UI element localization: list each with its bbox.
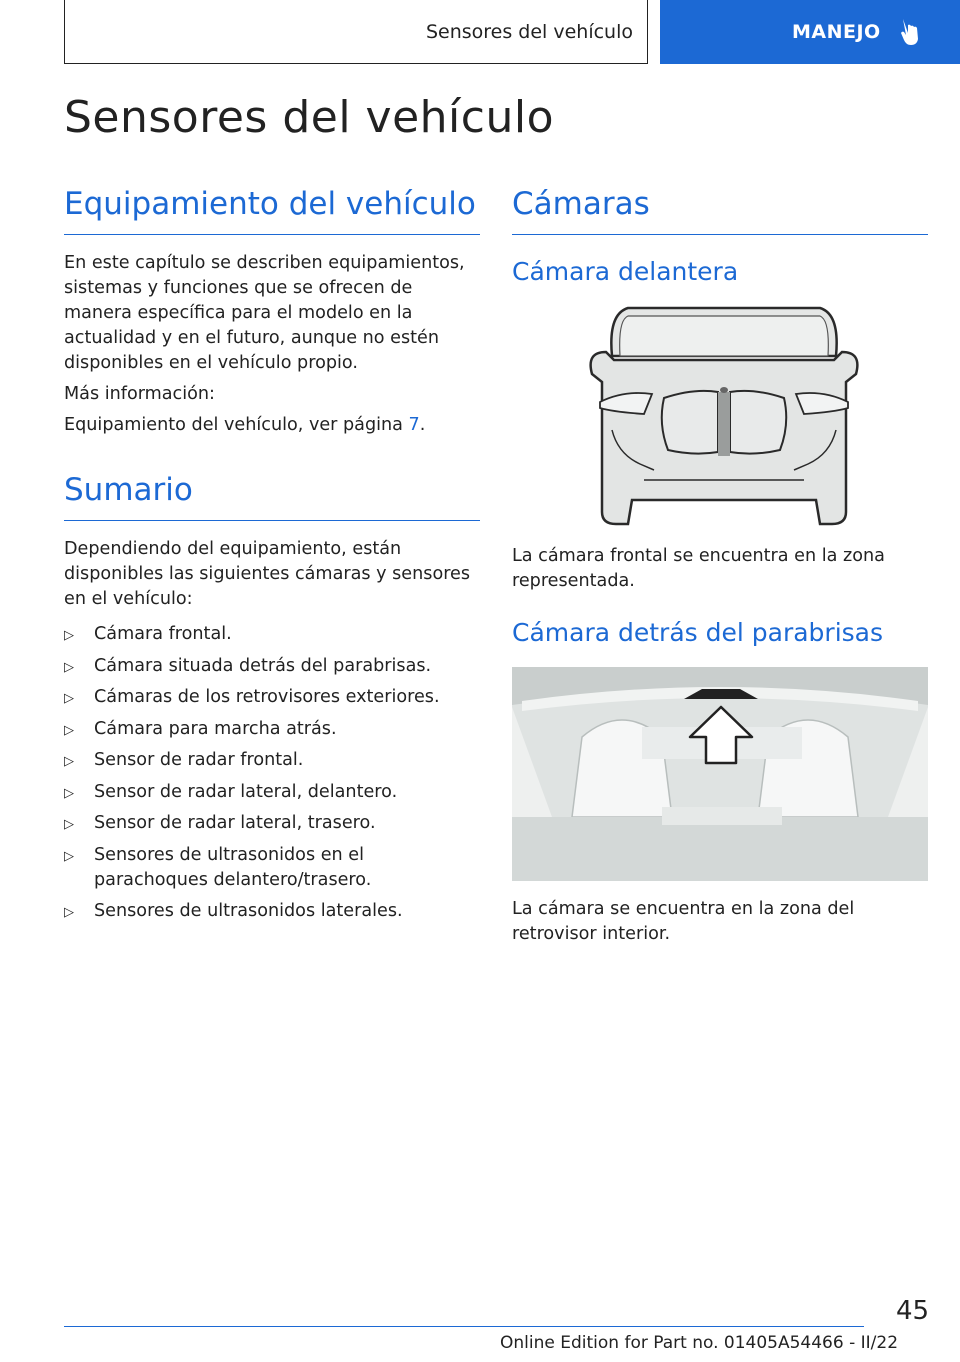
front-camera-illustration: [584, 304, 862, 530]
list-item-text: Cámaras de los retrovisores exteriores.: [94, 687, 440, 707]
summary-heading: Sumario: [64, 472, 480, 521]
list-item: ▷ Sensores de ultrasonidos laterales.: [64, 899, 480, 924]
list-item: ▷ Cámara situada detrás del parabrisas.: [64, 654, 480, 679]
list-item-text: Sensores de ultrasonidos en el parachoqu…: [94, 844, 372, 890]
triangle-bullet-icon: ▷: [64, 905, 74, 920]
page-title: Sensores del vehículo: [64, 92, 554, 143]
list-item-text: Cámara frontal.: [94, 624, 232, 644]
list-item-text: Cámara para marcha atrás.: [94, 718, 337, 739]
cameras-heading: Cámaras: [512, 186, 928, 235]
triangle-bullet-icon: ▷: [64, 754, 74, 769]
windshield-camera-illustration: [512, 667, 928, 881]
equipment-heading: Equipamiento del vehículo: [64, 186, 480, 235]
reference-text: Equipamiento del vehículo, ver página: [64, 415, 409, 435]
triangle-bullet-icon: ▷: [64, 691, 74, 706]
more-info-label: Más información:: [64, 384, 215, 404]
front-camera-caption: La cámara frontal se encuentra en la zon…: [512, 546, 885, 591]
sensor-list: ▷ Cámara frontal. ▷ Cámara situada detrás …: [64, 622, 480, 924]
hand-pointer-icon: [900, 19, 918, 45]
list-item: ▷ Sensor de radar lateral, delantero.: [64, 780, 480, 805]
chapter-header: Sensores del vehículo: [64, 0, 648, 64]
triangle-bullet-icon: ▷: [64, 817, 74, 832]
triangle-bullet-icon: ▷: [64, 628, 74, 643]
front-camera-heading: Cámara delantera: [512, 257, 739, 286]
page-reference-link[interactable]: 7: [408, 415, 420, 435]
list-item: ▷ Cámaras de los retrovisores exteriores.: [64, 685, 480, 710]
list-item: ▷ Sensor de radar lateral, trasero.: [64, 811, 480, 836]
reference-end: .: [419, 415, 426, 435]
footer-edition: Online Edition for Part no. 01405A54466 …: [500, 1333, 899, 1353]
windshield-camera-caption: La cámara se encuentra en la zona del re…: [512, 899, 855, 944]
page-number: 45: [896, 1296, 930, 1326]
list-item-text: Sensor de radar lateral, delantero.: [94, 781, 398, 802]
triangle-bullet-icon: ▷: [64, 659, 74, 675]
list-item-text: Sensor de radar lateral, trasero.: [94, 813, 376, 833]
left-column: Equipamiento del vehículo En este capítu…: [64, 186, 480, 931]
list-item-text: Sensor de radar frontal.: [94, 750, 304, 770]
triangle-bullet-icon: ▷: [64, 848, 74, 864]
footer-divider: [64, 1326, 864, 1327]
chapter-title: Sensores del vehículo: [425, 20, 633, 43]
equipment-paragraph: En este capítulo se describen equipamien…: [64, 253, 465, 373]
right-column: Cámaras Cámara delantera La cámara front…: [512, 186, 928, 947]
summary-intro: Dependiendo del equipamiento, están disp…: [64, 539, 471, 609]
windshield-camera-heading: Cámara detrás del parabrisas: [512, 618, 884, 647]
list-item-text: Cámara situada detrás del parabrisas.: [94, 655, 432, 676]
triangle-bullet-icon: ▷: [64, 722, 74, 738]
list-item-text: Sensores de ultrasonidos laterales.: [94, 901, 403, 921]
list-item: ▷ Sensores de ultrasonidos en el parachoq…: [64, 843, 480, 893]
section-header: MANEJO: [660, 0, 960, 64]
list-item: ▷ Sensor de radar frontal.: [64, 748, 480, 773]
section-label: MANEJO: [792, 21, 881, 43]
list-item: ▷ Cámara para marcha atrás.: [64, 717, 480, 742]
equipment-reference: Equipamiento del vehículo, ver página 7.: [64, 413, 480, 438]
list-item: ▷ Cámara frontal.: [64, 622, 480, 647]
triangle-bullet-icon: ▷: [64, 785, 74, 801]
